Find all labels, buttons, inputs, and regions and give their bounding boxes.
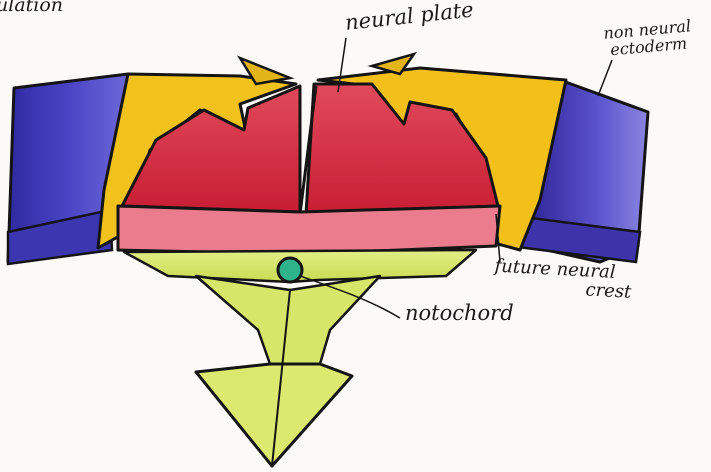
neural-plate-underside: [118, 206, 500, 254]
notochord-label: notochord: [405, 302, 514, 324]
non-neural-ectoderm-leader: [598, 60, 612, 96]
title-fragment: ulation: [0, 0, 63, 16]
arrow-shaft: [196, 276, 380, 364]
notochord-marker: [278, 258, 302, 282]
